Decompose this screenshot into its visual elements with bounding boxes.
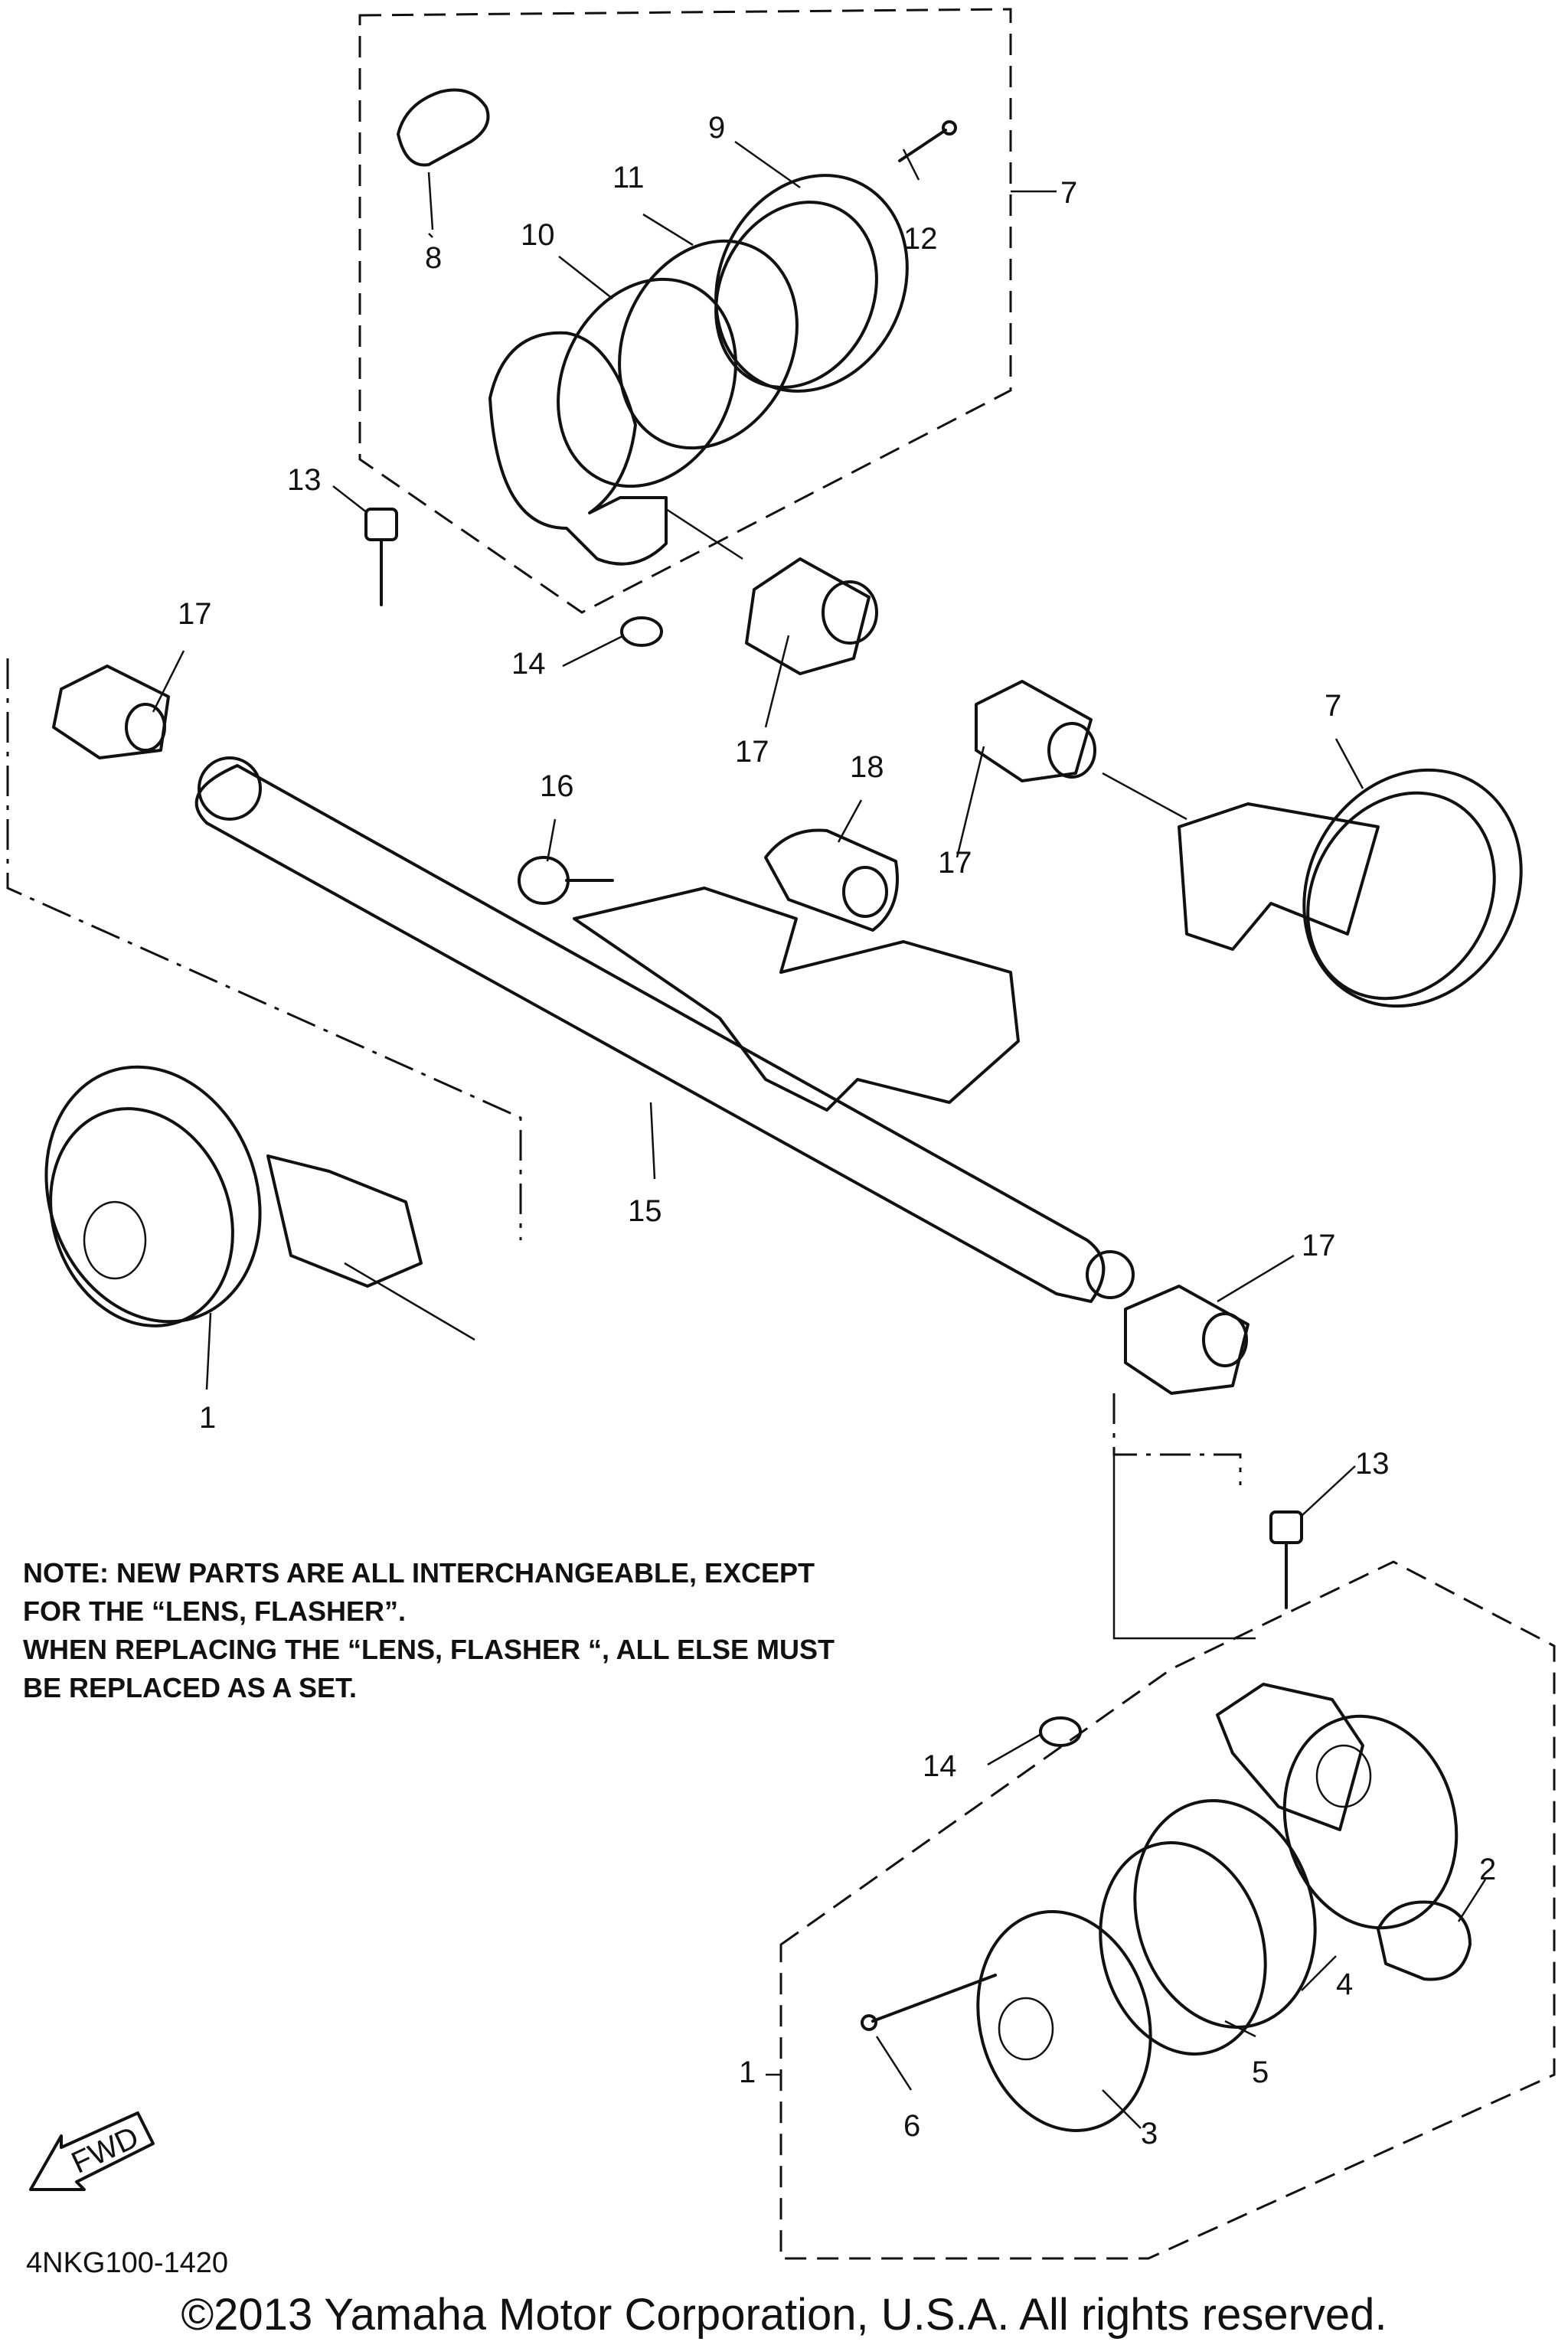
interchangeability-note: NOTE: NEW PARTS ARE ALL INTERCHANGEABLE,… xyxy=(23,1554,957,1707)
nut-14-lower xyxy=(1039,1716,1082,1747)
callout-8: 8 xyxy=(425,241,442,275)
callout-17-left: 17 xyxy=(178,597,212,631)
bolt-13-lower xyxy=(1269,1510,1303,1609)
grommet-17-left xyxy=(52,665,170,759)
gasket-10 xyxy=(557,277,737,488)
callout-11: 11 xyxy=(612,161,645,194)
rim-ring-4 xyxy=(1133,1799,1317,2029)
callout-17-lower: 17 xyxy=(1302,1229,1336,1262)
note-line-1: NOTE: NEW PARTS ARE ALL INTERCHANGEABLE,… xyxy=(23,1557,815,1589)
lens-3 xyxy=(976,1910,1152,2132)
callout-17-center: 17 xyxy=(735,735,769,769)
flasher-assembly-1-left xyxy=(44,1065,475,1341)
callout-16: 16 xyxy=(540,769,574,803)
callout-18: 18 xyxy=(850,750,884,784)
callout-13-upper: 13 xyxy=(287,463,322,497)
bulb-2 xyxy=(1377,1900,1472,1981)
lens-9 xyxy=(714,174,909,393)
bolt-13-upper xyxy=(364,508,398,606)
callout-2: 2 xyxy=(1479,1853,1496,1886)
copyright-notice: ©2013 Yamaha Motor Corporation, U.S.A. A… xyxy=(181,2290,1387,2340)
screw-6 xyxy=(861,1974,997,2031)
callout-7-right: 7 xyxy=(1325,689,1341,723)
note-line-3: WHEN REPLACING THE “LENS, FLASHER “, ALL… xyxy=(23,1634,835,1665)
callout-10: 10 xyxy=(521,218,555,252)
drawing-code: 4NKG100-1420 xyxy=(26,2247,229,2279)
screw-12 xyxy=(898,120,957,162)
note-line-2: FOR THE “LENS, FLASHER”. xyxy=(23,1595,407,1627)
rim-ring-11 xyxy=(618,239,799,450)
nut-14-upper xyxy=(620,616,663,647)
callout-15: 15 xyxy=(628,1194,662,1228)
callout-1-left: 1 xyxy=(199,1401,216,1435)
flasher-assembly-7-right xyxy=(1102,768,1523,1008)
grommet-17-right xyxy=(975,680,1096,782)
callout-12: 12 xyxy=(903,222,938,256)
grommet-17-lower xyxy=(1124,1285,1250,1395)
callout-13-lower: 13 xyxy=(1355,1447,1390,1481)
note-line-4: BE REPLACED AS A SET. xyxy=(23,1672,358,1703)
fwd-arrow-icon: FWD xyxy=(29,2111,155,2191)
callout-5: 5 xyxy=(1252,2056,1269,2089)
callout-17-right: 17 xyxy=(938,846,972,880)
flasher-stay-15 xyxy=(194,756,1135,1303)
assembly-1-boundary xyxy=(779,1560,1556,2260)
callout-3: 3 xyxy=(1141,2117,1158,2150)
gasket-5 xyxy=(1099,1841,1267,2056)
assembly-7-boundary xyxy=(358,8,1012,614)
callout-1-lower: 1 xyxy=(739,2056,756,2089)
clamp-18 xyxy=(764,828,899,932)
grommet-17-upper xyxy=(745,557,878,675)
callout-6: 6 xyxy=(903,2109,920,2143)
callout-14-lower: 14 xyxy=(923,1749,957,1783)
callout-14-upper: 14 xyxy=(511,647,546,681)
callout-9: 9 xyxy=(708,111,725,145)
bulb-8 xyxy=(397,88,490,230)
bolt-16 xyxy=(518,856,614,905)
callout-7-upper: 7 xyxy=(1060,176,1077,210)
callout-4: 4 xyxy=(1336,1968,1353,2001)
flasher-housing-upper xyxy=(488,331,743,566)
